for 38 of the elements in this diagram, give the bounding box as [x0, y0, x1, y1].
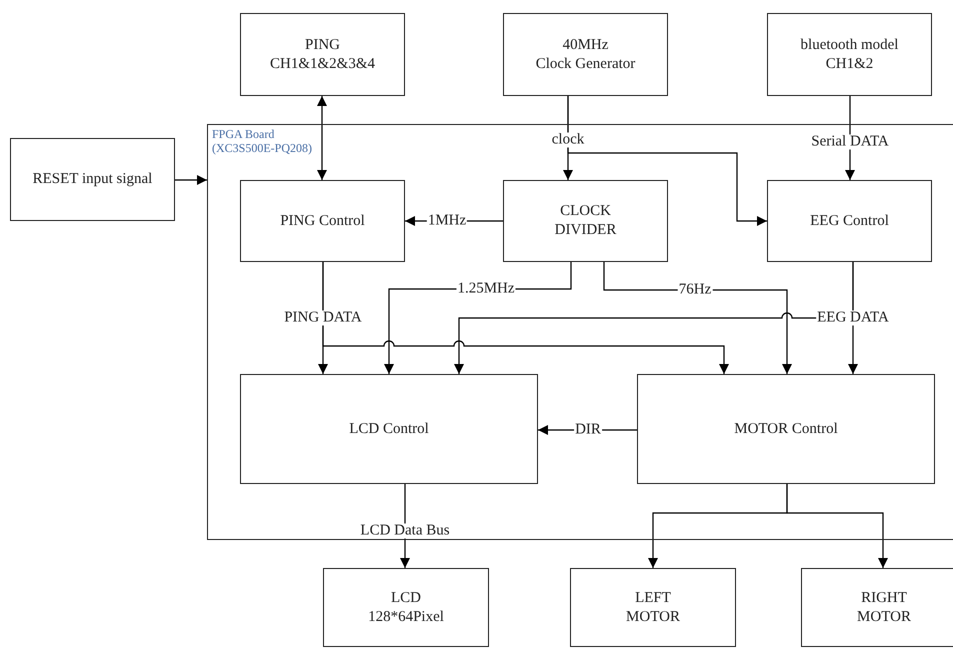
- block-label: LCD 128*64Pixel: [368, 588, 444, 626]
- edge-label: EEG DATA: [816, 310, 890, 326]
- block-label: RESET input signal: [32, 170, 152, 189]
- arrow: [454, 262, 854, 374]
- block-label: CLOCK DIVIDER: [554, 202, 616, 240]
- block-box: [801, 568, 953, 647]
- edge-label: LCD Data Bus: [359, 524, 451, 538]
- arrow: [175, 175, 207, 185]
- block-box: [767, 13, 932, 96]
- block-label: PING Control: [280, 212, 365, 230]
- block-box: [323, 568, 489, 647]
- block-label: bluetooth model CH1&2: [800, 36, 898, 74]
- block-box: [767, 180, 932, 262]
- block-box: [503, 13, 668, 96]
- arrow: [603, 262, 792, 374]
- block-box: [503, 180, 668, 262]
- board-frame: [207, 124, 953, 540]
- board-title: FPGA Board (XC3S500E-PQ208): [212, 127, 314, 156]
- arrow: [786, 484, 888, 568]
- block-box: [637, 374, 935, 484]
- block-label: RIGHT MOTOR: [857, 588, 911, 626]
- block-box: [10, 138, 175, 221]
- arrow: [567, 96, 767, 226]
- arrow: [322, 262, 729, 374]
- edge-label: Serial DATA: [810, 134, 890, 150]
- arrow: [317, 96, 327, 180]
- block-label: EEG Control: [810, 212, 889, 230]
- block-box: [240, 13, 405, 96]
- edge-label: PING DATA: [283, 310, 363, 326]
- block-box: [240, 374, 538, 484]
- edge-label: clock: [550, 132, 586, 148]
- block-label: PING CH1&1&2&3&4: [270, 36, 375, 74]
- block-label: LCD Control: [349, 420, 429, 438]
- block-label: MOTOR Control: [734, 420, 838, 438]
- block-label: LEFT MOTOR: [626, 588, 680, 626]
- block-box: [240, 180, 405, 262]
- block-label: 40MHz Clock Generator: [536, 36, 636, 74]
- block-box: [570, 568, 736, 647]
